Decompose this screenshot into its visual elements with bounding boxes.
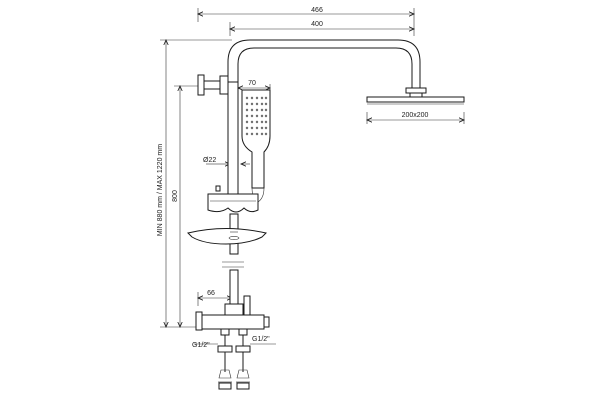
dimension-overall-width: 466 [198,7,414,22]
arm-width-label: 400 [311,21,323,28]
hand-shower-nozzles [245,96,268,136]
inlet-left-label: G1/2" [192,342,210,349]
thermostatic-mixer [195,295,270,336]
shower-arm [227,39,421,88]
bar-diameter-label: Ø22 [203,157,216,164]
water-inlets [217,335,251,390]
dimension-inlet-threads: G1/2" G1/2" [192,336,276,349]
height-range-label: MIN 880 mm / MAX 1220 mm [157,144,164,236]
slider-holder [207,185,259,213]
handshower-width-label: 70 [248,80,256,87]
height-800-label: 800 [172,190,179,202]
rain-head-size-label: 200x200 [402,112,429,119]
dimension-arm-width: 400 [230,21,414,36]
dimension-height-800: 800 [172,86,206,327]
inlet-right-label: G1/2" [252,336,270,343]
soap-dish [187,228,267,245]
overall-width-label: 466 [311,7,323,14]
dimension-rain-head: 200x200 [367,112,464,124]
top-wall-bracket [197,74,229,96]
rain-shower-head [366,87,465,105]
mixer-offset-label: 66 [207,290,215,297]
dimension-bar-diameter: Ø22 [203,157,250,164]
hand-shower [241,89,271,203]
